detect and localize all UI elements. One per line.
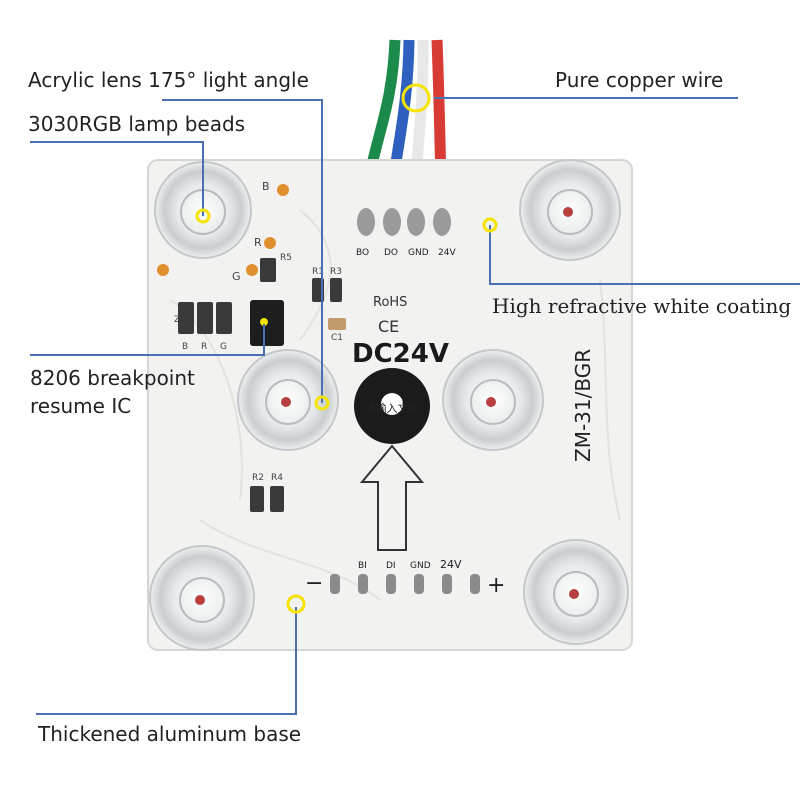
leader-base bbox=[36, 607, 297, 715]
silk-bar-b: B bbox=[182, 342, 188, 352]
leader-coating bbox=[489, 225, 800, 285]
bottom-pad-labels: BI DI GND 24V bbox=[358, 558, 462, 571]
callout-ic-line1: 8206 breakpoint bbox=[30, 366, 195, 390]
callout-lamp-beads: 3030RGB lamp beads bbox=[28, 112, 246, 136]
polarity-plus: + bbox=[487, 573, 505, 598]
silk-b: B bbox=[262, 180, 270, 193]
callout-copper-wire: Pure copper wire bbox=[555, 68, 724, 92]
silk-r: R bbox=[254, 236, 262, 249]
pad-label-bi: BI bbox=[358, 561, 367, 571]
silk-g: G bbox=[232, 270, 241, 283]
center-mounting-hole: 请输入文字 bbox=[354, 368, 430, 444]
pad-label-bo: BO bbox=[356, 248, 369, 258]
center-placeholder-text: 请输入文字 bbox=[365, 401, 420, 415]
callout-resume-ic: 8206 breakpoint resume IC bbox=[30, 364, 195, 420]
silk-c1: C1 bbox=[331, 333, 343, 343]
callout-acrylic-lens: Acrylic lens 175° light angle bbox=[28, 68, 309, 92]
lens-top-right bbox=[519, 159, 621, 261]
silk-bar-r: R bbox=[201, 342, 207, 352]
solder-dots bbox=[157, 184, 289, 276]
callout-aluminum-base: Thickened aluminum base bbox=[38, 722, 302, 746]
ce-mark: CE bbox=[378, 317, 399, 336]
bottom-solder-pads bbox=[330, 574, 480, 594]
rohs-mark: RoHS bbox=[373, 295, 407, 310]
pad-label-24v: 24V bbox=[438, 248, 456, 258]
callout-markers bbox=[195, 83, 498, 614]
pad-label-24v-bottom: 24V bbox=[440, 558, 462, 571]
pad-label-gnd-bottom: GND bbox=[410, 561, 431, 571]
smd-components bbox=[178, 258, 346, 512]
voltage-label: DC24V bbox=[352, 339, 449, 369]
top-pad-labels: BO DO GND 24V bbox=[356, 248, 456, 258]
lens-middle-left bbox=[237, 349, 339, 451]
silkscreen-labels: B R G R5 R1 R3 C1 R2 R4 B R G Z bbox=[174, 180, 343, 483]
leader-ic bbox=[30, 324, 265, 356]
lens-bottom-right bbox=[523, 539, 629, 645]
wire-solder-pads bbox=[357, 208, 451, 236]
marker-beads bbox=[195, 208, 211, 224]
direction-arrow bbox=[359, 444, 425, 551]
callout-white-coating: High refractive white coating bbox=[492, 294, 792, 318]
silk-r2: R2 bbox=[252, 473, 264, 483]
lens-middle-right bbox=[442, 349, 544, 451]
pad-label-do: DO bbox=[384, 248, 398, 258]
leader-beads bbox=[30, 141, 204, 216]
marker-lens bbox=[314, 395, 330, 411]
leader-lens bbox=[162, 99, 323, 403]
callout-ic-line2: resume IC bbox=[30, 394, 132, 418]
silk-r4: R4 bbox=[271, 473, 283, 483]
silk-r5: R5 bbox=[280, 253, 292, 263]
silk-r1: R1 bbox=[312, 267, 324, 277]
pad-label-gnd: GND bbox=[408, 248, 429, 258]
marker-coating bbox=[482, 217, 498, 233]
lens-bottom-left bbox=[149, 545, 255, 651]
marker-base bbox=[286, 594, 306, 614]
pad-label-di: DI bbox=[386, 561, 396, 571]
model-number: ZM-31/BGR bbox=[571, 349, 595, 462]
silk-r3: R3 bbox=[330, 267, 342, 277]
callout-lines bbox=[30, 97, 800, 715]
silk-bar-g: G bbox=[220, 342, 227, 352]
ic-8206 bbox=[250, 300, 284, 346]
silk-z: Z bbox=[174, 315, 180, 325]
polarity-minus: − bbox=[305, 571, 323, 596]
marker-copper bbox=[401, 83, 431, 113]
